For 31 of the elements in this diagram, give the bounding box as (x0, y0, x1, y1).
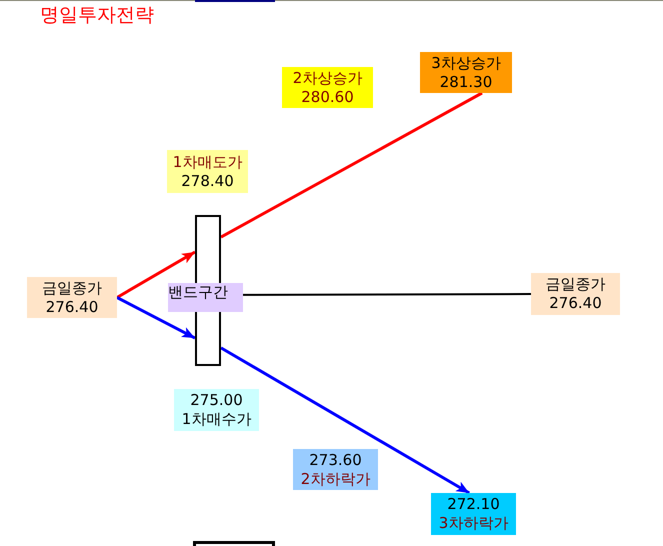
price-value: 281.30 (440, 72, 492, 92)
price-box (431, 493, 516, 535)
close-price-box (27, 277, 117, 318)
arrow (116, 296, 196, 340)
price-value: 276.40 (46, 298, 98, 316)
price-value: 280.60 (301, 88, 354, 106)
level-label: 2차상승가 (292, 68, 362, 88)
connector-line (243, 293, 531, 296)
price-value: 275.00 (190, 391, 243, 410)
price-value: 273.60 (309, 450, 362, 470)
band-label: 밴드구간 (168, 283, 243, 312)
level-label: 금일종가 (42, 278, 102, 298)
connector-line (220, 92, 483, 238)
price-value: 278.40 (181, 172, 234, 190)
price-value: 272.10 (447, 495, 500, 514)
level-label: 3차상승가 (431, 54, 501, 72)
price-box (282, 67, 373, 108)
level-label: 3차하락가 (438, 514, 508, 533)
level-label: 1차매수가 (182, 410, 252, 429)
title: 명일투자전략 (40, 3, 154, 27)
level-label: 2차하락가 (300, 470, 370, 488)
close-price-box (531, 273, 620, 315)
price-box (420, 52, 512, 93)
level-label: 1차매도가 (172, 152, 242, 172)
level-label: 금일종가 (546, 275, 606, 294)
arrow (220, 346, 470, 494)
arrow (116, 250, 196, 299)
price-box (293, 449, 378, 490)
price-value: 276.40 (549, 294, 602, 313)
price-box (167, 150, 248, 193)
price-box (174, 389, 259, 431)
